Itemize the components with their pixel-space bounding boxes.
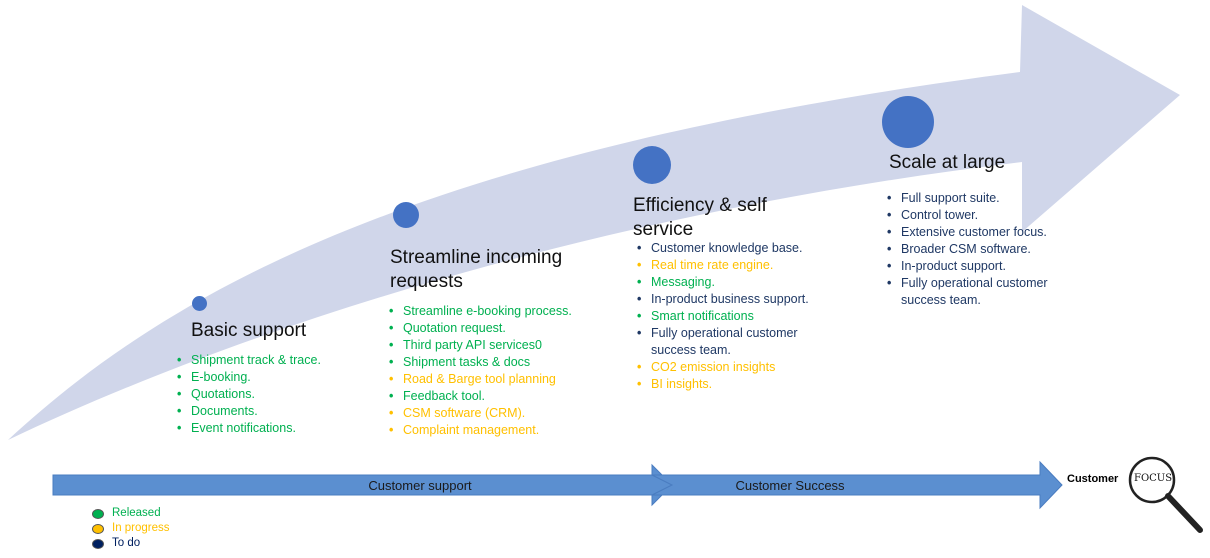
item-text-line: Fully operational customer (901, 276, 1048, 290)
item-in-progress: Real time rate engine. (637, 257, 809, 274)
item-released: Third party API services0 (389, 337, 572, 354)
timeline-label-customer-support: Customer support (368, 478, 472, 493)
customer-focus-label: Customer (1067, 473, 1119, 485)
stage-items-streamline: Streamline e-booking process. Quotation … (389, 303, 572, 439)
item-text-line: success team. (901, 293, 981, 307)
magnifier-icon (1128, 456, 1203, 533)
item-todo: Full support suite. (887, 190, 1048, 207)
stage-title-line: Streamline incoming (390, 247, 563, 268)
stage-title-line: requests (390, 271, 463, 292)
stage-items-scale: Full support suite. Control tower. Exten… (887, 190, 1048, 309)
item-text-line: success team. (651, 343, 731, 357)
legend-swatch (92, 538, 104, 549)
legend-item-released: Released (92, 506, 170, 521)
item-todo: Control tower. (887, 207, 1048, 224)
stage-dot-efficiency (633, 146, 671, 184)
legend-label: To do (112, 537, 141, 549)
legend-item-todo: To do (92, 536, 170, 551)
stage-dot-basic (192, 296, 207, 311)
timeline-segment-success (651, 460, 1063, 510)
item-released: Documents. (177, 403, 321, 420)
stage-dot-scale (882, 96, 934, 148)
focus-logo-text: FOCUS (1134, 473, 1173, 484)
item-released: Streamline e-booking process. (389, 303, 572, 320)
item-in-progress: BI insights. (637, 376, 809, 393)
item-released: E-booking. (177, 369, 321, 386)
stage-title-streamline: Streamline incoming requests (390, 246, 562, 294)
item-released: Quotation request. (389, 320, 572, 337)
item-todo: In-product support. (887, 258, 1048, 275)
item-released: Event notifications. (177, 420, 321, 437)
item-released: Smart notifications (637, 308, 809, 325)
item-todo: Broader CSM software. (887, 241, 1048, 258)
item-todo: Customer knowledge base. (637, 240, 809, 257)
item-in-progress: CSM software (CRM). (389, 405, 572, 422)
legend-item-in-progress: In progress (92, 521, 170, 536)
legend-label: In progress (112, 522, 170, 534)
legend-swatch (92, 523, 104, 534)
stage-title-scale: Scale at large (889, 152, 1006, 173)
item-text-line: Fully operational customer (651, 326, 798, 340)
stage-title-basic-support: Basic support (191, 320, 307, 341)
stage-title-efficiency: Efficiency & self service (633, 194, 767, 242)
stage-dot-streamline (393, 202, 419, 228)
legend-label: Released (112, 507, 161, 519)
item-released: Feedback tool. (389, 388, 572, 405)
item-released: Messaging. (637, 274, 809, 291)
item-todo: In-product business support. (637, 291, 809, 308)
item-todo: Fully operational customer success team. (637, 325, 809, 359)
item-todo: Extensive customer focus. (887, 224, 1048, 241)
status-legend: Released In progress To do (92, 506, 170, 551)
item-in-progress: Complaint management. (389, 422, 572, 439)
item-in-progress: Road & Barge tool planning (389, 371, 572, 388)
item-todo: Fully operational customer success team. (887, 275, 1048, 309)
stage-items-efficiency: Customer knowledge base. Real time rate … (637, 240, 809, 393)
stage-items-basic-support: Shipment track & trace. E-booking. Quota… (177, 352, 321, 437)
stage-title-line: Efficiency & self (633, 195, 767, 216)
item-released: Shipment track & trace. (177, 352, 321, 369)
item-released: Quotations. (177, 386, 321, 403)
item-released: Shipment tasks & docs (389, 354, 572, 371)
item-in-progress: CO2 emission insights (637, 359, 809, 376)
legend-swatch (92, 508, 104, 519)
stage-title-line: service (633, 219, 694, 240)
timeline-label-customer-success: Customer Success (735, 478, 845, 493)
